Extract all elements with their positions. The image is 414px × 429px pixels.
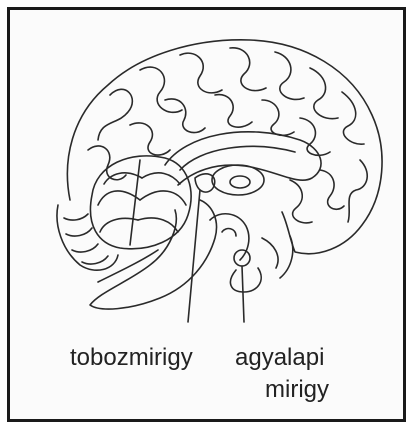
cerebral-gyri [88, 48, 367, 223]
cerebellum [90, 156, 191, 249]
cerebrum-outline [67, 40, 382, 254]
pituitary-gland-label-line1: agyalapi [235, 346, 324, 370]
pituitary-region [210, 214, 293, 292]
pineal-gland-label: tobozmirigy [70, 346, 193, 370]
occipital-lamellae [57, 205, 118, 270]
thalamus [212, 165, 264, 195]
pituitary-leader-line [242, 266, 244, 322]
pituitary-gland-label-line2: mirigy [265, 378, 329, 402]
